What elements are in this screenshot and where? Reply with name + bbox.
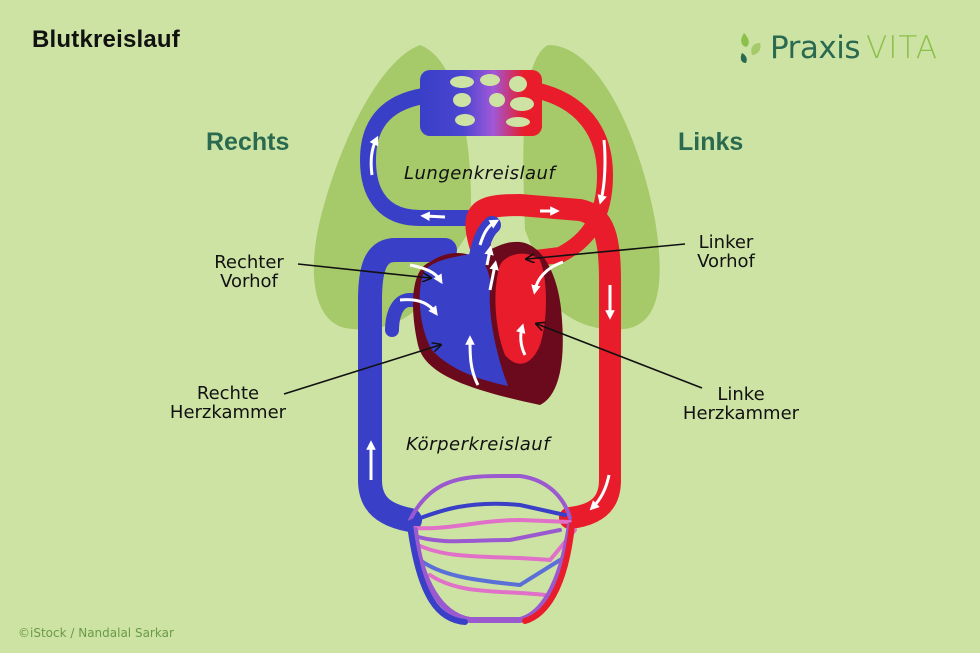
side-heading-left: Links	[678, 128, 744, 156]
image-credit: ©iStock / Nandalal Sarkar	[18, 626, 174, 640]
label-right-ventricle: Rechte Herzkammer	[158, 384, 298, 422]
pointer-lines	[283, 243, 703, 395]
right-heart-chambers	[419, 254, 508, 386]
pulmonary-circulation-label: Lungenkreislauf	[404, 163, 556, 184]
label-line: Rechte	[196, 383, 260, 404]
label-line: Linker	[698, 232, 754, 253]
body-capillaries	[407, 474, 577, 625]
logo-text-vita: VITA	[866, 30, 939, 66]
label-line: Vorhof	[220, 271, 278, 292]
left-heart-chambers	[495, 253, 546, 364]
side-heading-right: Rechts	[206, 128, 290, 156]
systemic-circulation-label: Körperkreislauf	[406, 434, 551, 455]
capillary-holes	[450, 74, 534, 127]
flow-arrows	[366, 135, 615, 511]
page-title: Blutkreislauf	[32, 26, 180, 53]
label-line: Rechter	[214, 252, 284, 273]
logo-text-praxis: Praxis	[770, 30, 861, 66]
label-left-atrium: Linker Vorhof	[684, 233, 768, 271]
praxisvita-logo: Praxis VITA	[738, 28, 938, 68]
vena-cava	[358, 238, 457, 532]
label-right-atrium: Rechter Vorhof	[204, 253, 294, 291]
label-left-ventricle: Linke Herzkammer	[670, 385, 812, 423]
pulmonary-artery	[359, 87, 478, 226]
label-line: Linke	[717, 384, 765, 405]
label-line: Vorhof	[697, 251, 755, 272]
aorta	[465, 193, 621, 529]
label-line: Herzkammer	[169, 402, 287, 423]
leaf-drops-icon	[740, 33, 761, 63]
label-line: Herzkammer	[682, 403, 800, 424]
